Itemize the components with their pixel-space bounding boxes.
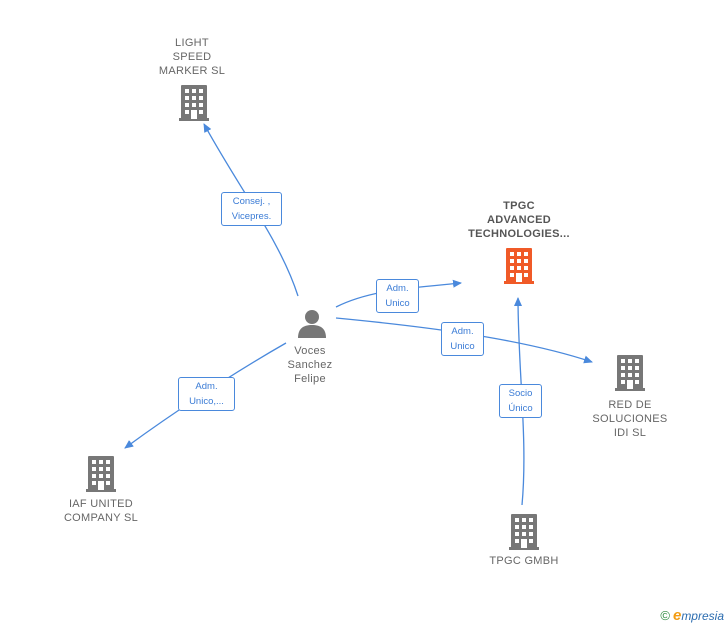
- building-icon: [179, 85, 209, 121]
- person-icon: [298, 310, 326, 338]
- node-light-speed-label[interactable]: LIGHT SPEED MARKER SL: [158, 37, 226, 77]
- edge-label-adm-unico-tpgc: Adm. Unico: [376, 279, 419, 313]
- node-iaf-united-label[interactable]: IAF UNITED COMPANY SL: [63, 498, 139, 524]
- node-red-soluciones-label[interactable]: RED DE SOLUCIONES IDI SL: [592, 399, 668, 439]
- building-icon: [615, 355, 645, 391]
- node-voces-label[interactable]: Voces Sanchez Felipe: [287, 345, 333, 385]
- empresia-logo[interactable]: ©empresia: [660, 607, 724, 624]
- node-tpgc-advanced-label[interactable]: TPGC ADVANCED TECHNOLOGIES...: [468, 200, 570, 240]
- edge-label-consej: Consej. , Vicepres.: [221, 192, 282, 226]
- edge-label-socio-unico: Socio Único: [499, 384, 542, 418]
- edge-label-adm-unico-red: Adm. Unico: [441, 322, 484, 356]
- building-icon: [509, 514, 539, 550]
- building-icon: [86, 456, 116, 492]
- node-tpgc-gmbh-label[interactable]: TPGC GMBH: [489, 555, 559, 567]
- edge-label-adm-unico-iaf: Adm. Unico,...: [178, 377, 235, 411]
- building-icon-main: [504, 248, 534, 284]
- logo-e: e: [672, 607, 682, 624]
- logo-text: mpresia: [681, 609, 724, 623]
- copyright-symbol: ©: [660, 608, 670, 623]
